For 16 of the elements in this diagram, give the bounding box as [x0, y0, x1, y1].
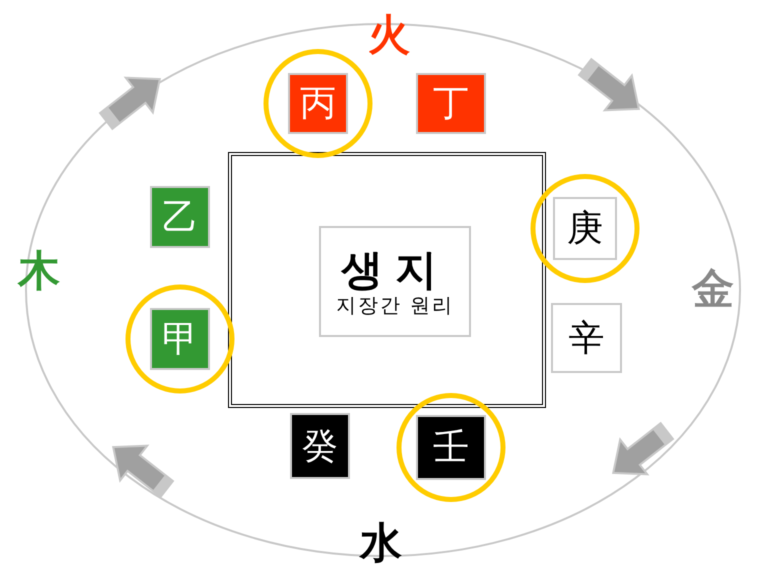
element-label: 金 — [692, 268, 734, 310]
stem-box: 乙 — [150, 186, 210, 248]
element-label: 木 — [18, 250, 60, 292]
element-label: 火 — [368, 14, 410, 56]
stem-box: 甲 — [150, 308, 210, 370]
box-subtitle: 지장간 원리 — [336, 294, 454, 318]
stem-box: 庚 — [553, 197, 617, 260]
stem-box: 丙 — [288, 73, 348, 134]
stem-box: 辛 — [551, 303, 622, 373]
box-title: 생지 — [341, 246, 449, 294]
frame-box — [228, 152, 546, 408]
title-box — [319, 226, 471, 337]
stem-box: 壬 — [416, 415, 486, 480]
element-label: 水 — [360, 522, 402, 564]
stem-box: 癸 — [290, 413, 350, 479]
stem-box: 丁 — [416, 73, 486, 134]
